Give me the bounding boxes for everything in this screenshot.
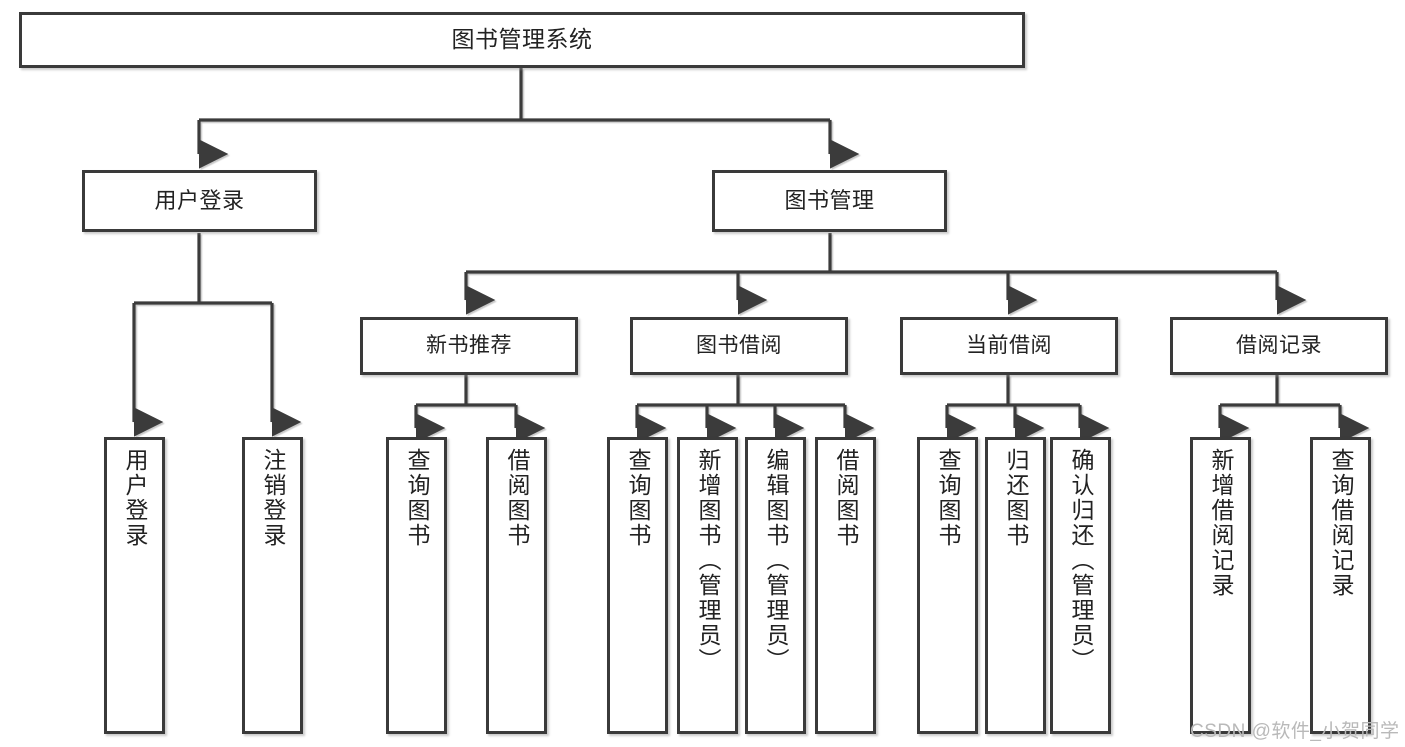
node-leaf-confirm-return[interactable]: 确认归还（管理员）: [1050, 437, 1111, 734]
node-user-login[interactable]: 用户登录: [82, 170, 317, 232]
node-book-management[interactable]: 图书管理: [712, 170, 947, 232]
node-book-management-system[interactable]: 图书管理系统: [19, 12, 1025, 68]
node-label: 新增借阅记录: [1208, 448, 1234, 598]
node-label: 当前借阅: [966, 333, 1052, 357]
node-leaf-user-login[interactable]: 用户登录: [104, 437, 165, 734]
node-leaf-query-book-2[interactable]: 查询图书: [607, 437, 668, 734]
node-label: 查询图书: [935, 448, 961, 548]
node-leaf-logout-login[interactable]: 注销登录: [242, 437, 303, 734]
node-borrow-record[interactable]: 借阅记录: [1170, 317, 1388, 375]
node-label: 借阅图书: [833, 448, 859, 548]
node-book-borrow[interactable]: 图书借阅: [630, 317, 848, 375]
node-label: 查询图书: [625, 448, 651, 548]
node-leaf-query-book-1[interactable]: 查询图书: [386, 437, 447, 734]
node-leaf-return-book[interactable]: 归还图书: [985, 437, 1046, 734]
node-label: 用户登录: [154, 188, 245, 214]
node-label: 新增图书（管理员）: [695, 448, 721, 673]
node-label: 注销登录: [260, 448, 286, 548]
node-leaf-borrow-book-2[interactable]: 借阅图书: [815, 437, 876, 734]
node-label: 新书推荐: [426, 333, 512, 357]
node-label: 用户登录: [122, 448, 148, 548]
node-current-borrow[interactable]: 当前借阅: [900, 317, 1118, 375]
node-leaf-add-record[interactable]: 新增借阅记录: [1190, 437, 1251, 734]
node-label: 编辑图书（管理员）: [763, 448, 789, 673]
node-label: 归还图书: [1003, 448, 1029, 548]
node-label: 借阅记录: [1236, 333, 1322, 357]
node-label: 图书管理: [784, 188, 875, 214]
node-new-book-recommend[interactable]: 新书推荐: [360, 317, 578, 375]
node-label: 图书借阅: [696, 333, 782, 357]
csdn-watermark: CSDN @软件_小贺同学: [1190, 721, 1400, 742]
node-label: 图书管理系统: [451, 26, 593, 53]
node-leaf-query-record[interactable]: 查询借阅记录: [1310, 437, 1371, 734]
node-label: 借阅图书: [504, 448, 530, 548]
node-leaf-query-book-3[interactable]: 查询图书: [917, 437, 978, 734]
node-leaf-add-book[interactable]: 新增图书（管理员）: [677, 437, 738, 734]
node-label: 查询图书: [404, 448, 430, 548]
node-label: 查询借阅记录: [1328, 448, 1354, 598]
node-label: 确认归还（管理员）: [1068, 448, 1094, 673]
node-leaf-edit-book[interactable]: 编辑图书（管理员）: [745, 437, 806, 734]
node-leaf-borrow-book-1[interactable]: 借阅图书: [486, 437, 547, 734]
